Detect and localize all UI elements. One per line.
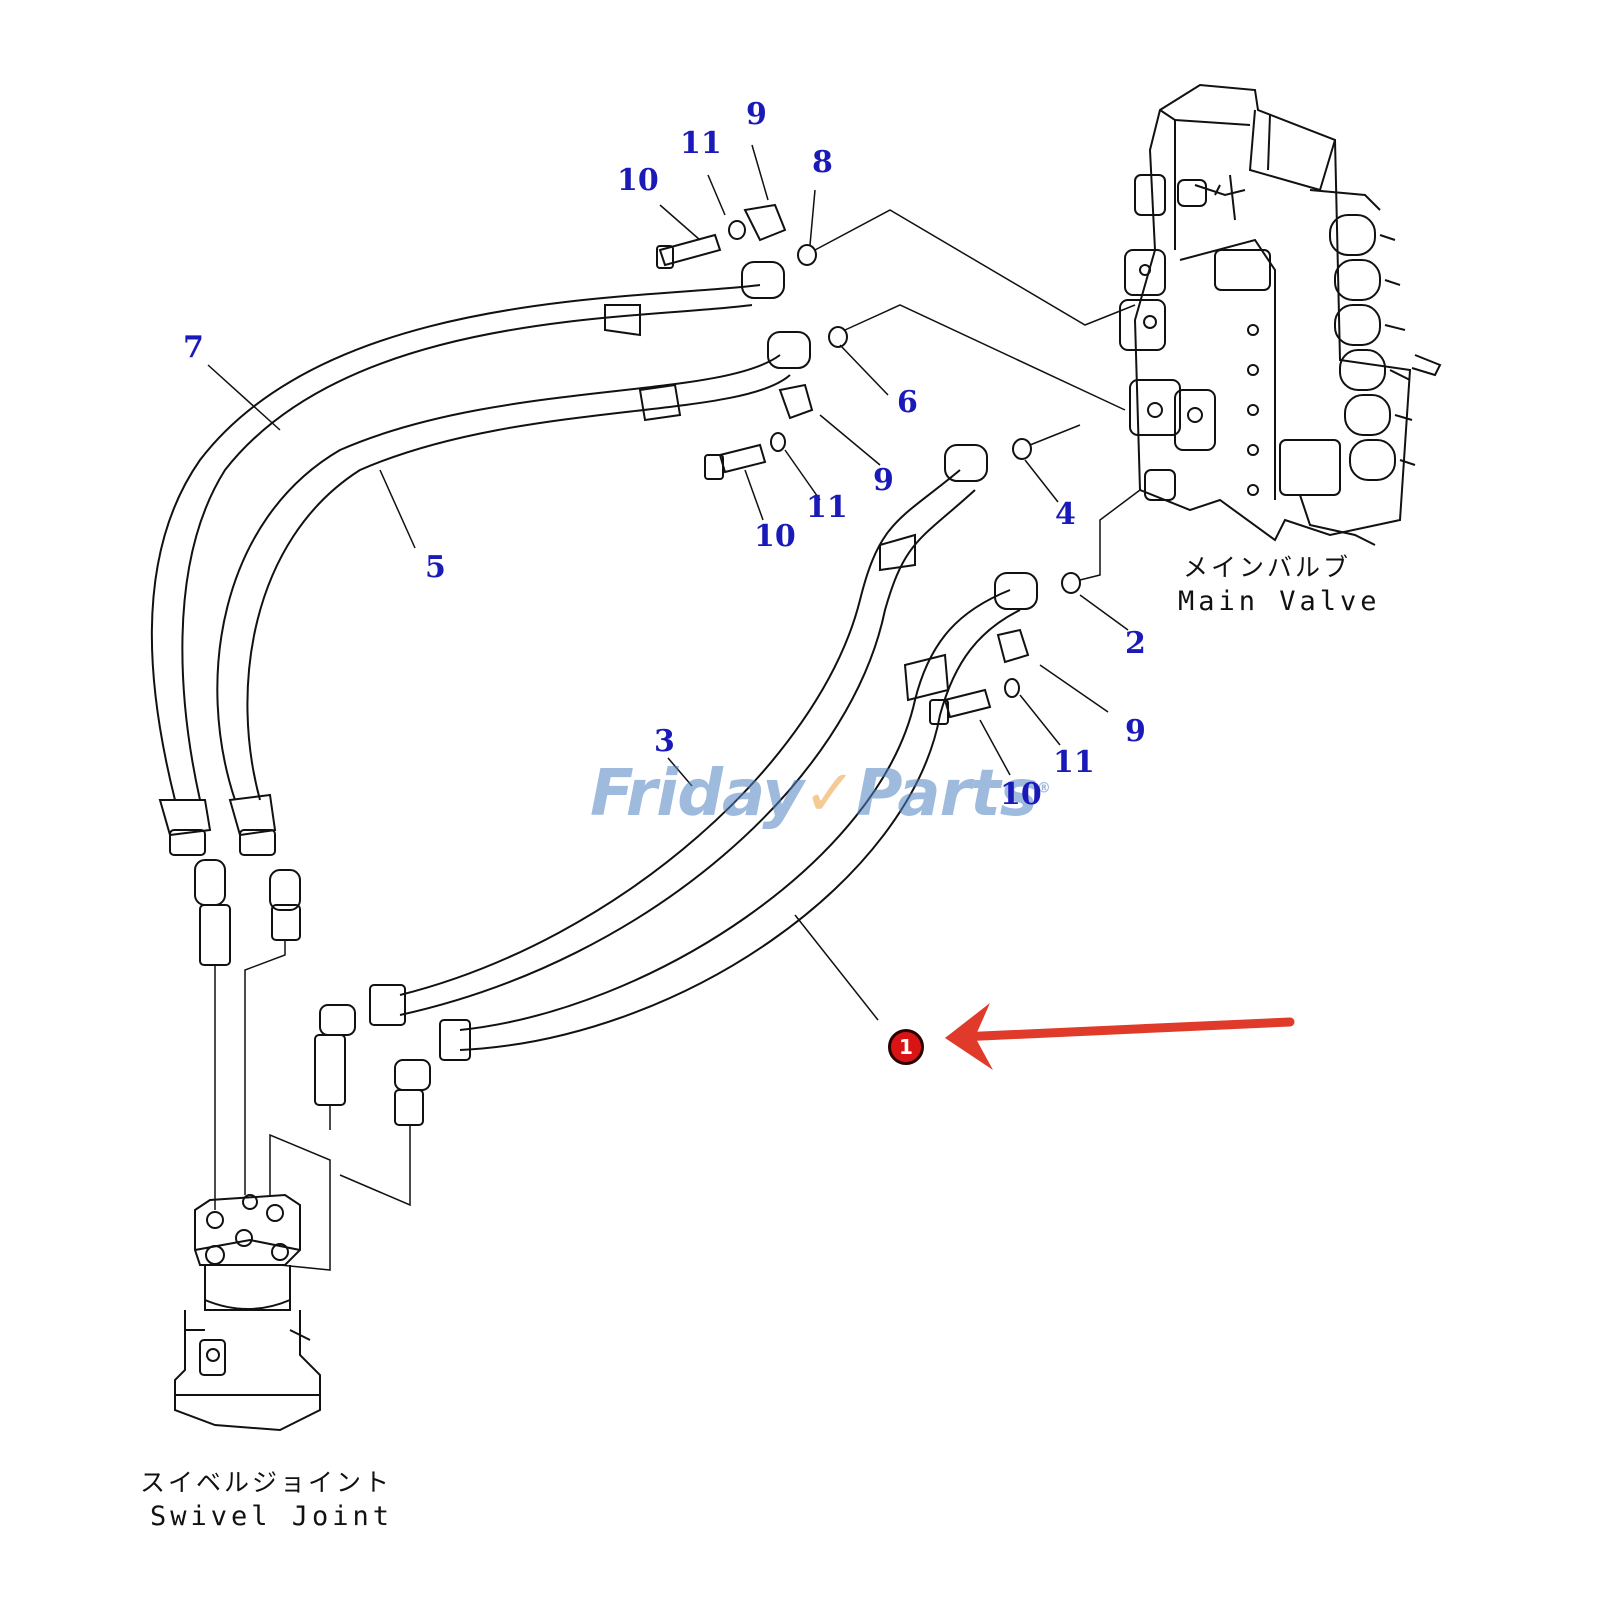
watermark-text-a: Friday <box>590 757 804 831</box>
highlight-marker: 1 <box>888 1029 924 1065</box>
callout-11: 11 <box>680 126 722 161</box>
callout-10: 10 <box>617 163 659 198</box>
highlight-arrow <box>945 1003 1295 1070</box>
callout-4: 4 <box>1055 497 1076 532</box>
callout-9: 9 <box>1125 714 1146 749</box>
checkmark-icon: ✓ <box>802 757 857 831</box>
watermark-logo: Friday✓Parts® <box>590 762 1051 826</box>
callout-10: 10 <box>754 519 796 554</box>
main-valve-drawing <box>1119 83 1442 546</box>
callout-11: 11 <box>1053 745 1095 780</box>
callout-9: 9 <box>873 463 894 498</box>
swivel-joint-label-en: Swivel Joint <box>150 1501 394 1532</box>
callout-8: 8 <box>812 145 833 180</box>
main-valve-label-jp: メインバルブ <box>1183 553 1352 582</box>
registered-mark: ® <box>1036 780 1051 797</box>
callout-5: 5 <box>425 550 446 585</box>
callout-2: 2 <box>1125 626 1146 661</box>
callout-3: 3 <box>654 724 675 759</box>
main-valve-label-en: Main Valve <box>1178 586 1381 617</box>
watermark-text-b: Parts <box>855 757 1038 831</box>
callout-7: 7 <box>183 330 204 365</box>
swivel-joint-label-jp: スイベルジョイント <box>140 1468 393 1497</box>
callout-6: 6 <box>897 385 918 420</box>
callout-10: 10 <box>1000 777 1042 812</box>
callout-11: 11 <box>806 490 848 525</box>
callout-9: 9 <box>746 97 767 132</box>
swivel-joint-drawing <box>174 1193 321 1432</box>
